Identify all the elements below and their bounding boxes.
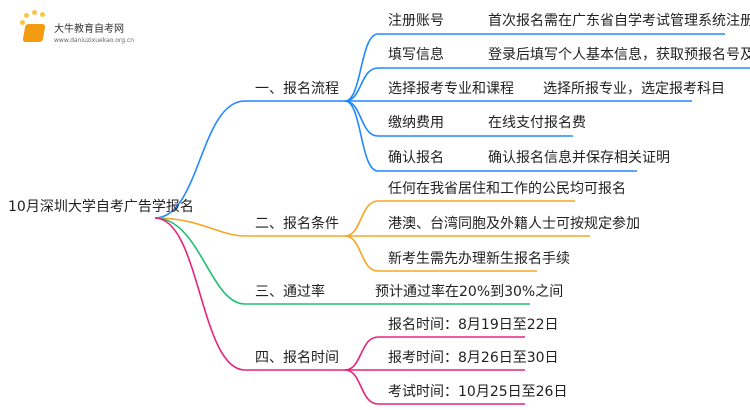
- logo-url: www.daniuzixuekao.org.cn: [54, 37, 135, 44]
- root-topic: 10月深圳大学自考广告学报名: [8, 199, 194, 215]
- step-label: 选择报考专业和课程: [388, 81, 514, 97]
- step-detail: 在线支付报名费: [488, 115, 586, 131]
- step-detail: 选择所报专业，选定报考科目: [543, 81, 725, 97]
- step-detail: 确认报名信息并保存相关证明: [488, 150, 670, 166]
- branch-pass-rate: 三、通过率: [255, 284, 325, 300]
- step-detail: 首次报名需在广东省自学考试管理系统注册账号: [488, 13, 750, 29]
- schedule-item: 考试时间：10月25日至26日: [388, 384, 568, 400]
- schedule-item: 报考时间：8月26日至30日: [388, 350, 559, 366]
- step-label: 填写信息: [388, 47, 444, 63]
- branch-process: 一、报名流程: [255, 81, 339, 97]
- step-detail: 登录后填写个人基本信息，获取预报名号及准考证号: [488, 47, 750, 63]
- schedule-item: 报名时间：8月19日至22日: [388, 317, 559, 333]
- pass-rate-item: 预计通过率在20%到30%之间: [375, 284, 564, 300]
- condition-item: 新考生需先办理新生报名手续: [388, 251, 570, 267]
- logo-name: 大牛教育自考网: [54, 24, 124, 35]
- condition-item: 港澳、台湾同胞及外籍人士可按规定参加: [388, 216, 640, 232]
- branch-conditions: 二、报名条件: [255, 216, 339, 232]
- step-label: 确认报名: [388, 150, 444, 166]
- step-label: 缴纳费用: [388, 115, 444, 131]
- condition-item: 任何在我省居住和工作的公民均可报名: [388, 181, 626, 197]
- branch-schedule: 四、报名时间: [255, 350, 339, 366]
- step-label: 注册账号: [388, 13, 444, 29]
